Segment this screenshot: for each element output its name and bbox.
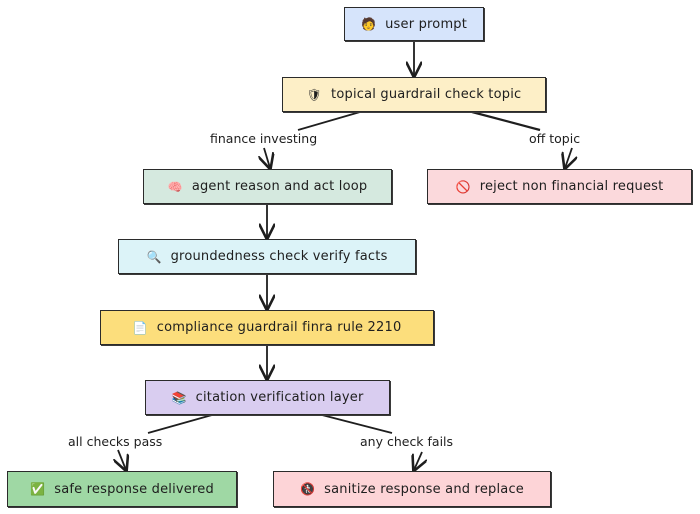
node-user-prompt[interactable]: 🧑 user prompt <box>344 7 484 41</box>
node-compliance[interactable]: 📄 compliance guardrail finra rule 2210 <box>100 310 434 345</box>
edge-topical-to-label-offtopic <box>471 110 541 132</box>
node-groundedness[interactable]: 🔍 groundedness check verify facts <box>118 239 416 274</box>
node-label: user prompt <box>385 16 468 32</box>
magnifier-icon: 🔍 <box>146 249 162 264</box>
node-reject[interactable]: 🚫 reject non financial request <box>427 169 692 204</box>
brain-icon: 🧠 <box>167 179 183 194</box>
edge-offtopic-to-reject <box>565 147 572 168</box>
books-icon: 📚 <box>171 390 187 405</box>
node-topical-guardrail[interactable]: 🛡 topical guardrail check topic <box>282 77 546 112</box>
edge-label-off-topic: off topic <box>527 131 583 146</box>
edge-fails-to-sanitize <box>414 451 422 470</box>
edge-finance-to-agent <box>264 147 270 168</box>
node-label: agent reason and act loop <box>191 179 368 194</box>
edge-label-all-checks-pass: all checks pass <box>66 434 165 449</box>
node-citation[interactable]: 📚 citation verification layer <box>145 380 390 415</box>
no-pedestrians-icon: 🚷 <box>299 482 316 496</box>
node-agent-loop[interactable]: 🧠 agent reason and act loop <box>143 169 392 204</box>
node-label: citation verification layer <box>195 390 364 405</box>
node-label: safe response delivered <box>54 481 214 497</box>
edge-citation-to-label-fails <box>321 414 393 434</box>
edge-label-any-check-fails: any check fails <box>358 434 456 449</box>
node-label: compliance guardrail finra rule 2210 <box>156 320 402 335</box>
node-safe-response[interactable]: ✅ safe response delivered <box>7 471 237 507</box>
person-icon: 🧑 <box>360 17 377 31</box>
shield-icon: 🛡 <box>306 87 323 102</box>
prohibited-icon: 🚫 <box>455 179 471 194</box>
node-label: groundedness check verify facts <box>170 249 388 264</box>
edge-citation-to-label-pass <box>147 414 213 434</box>
edge-label-finance-investing: finance investing <box>208 131 320 146</box>
edge-pass-to-safe <box>118 449 126 470</box>
node-label: reject non financial request <box>479 179 664 194</box>
node-label: topical guardrail check topic <box>331 87 522 102</box>
document-icon: 📄 <box>132 320 148 335</box>
node-sanitize[interactable]: 🚷 sanitize response and replace <box>273 471 551 507</box>
node-label: sanitize response and replace <box>324 481 524 497</box>
edge-topical-to-label-finance <box>297 111 361 131</box>
check-icon: ✅ <box>30 482 46 496</box>
